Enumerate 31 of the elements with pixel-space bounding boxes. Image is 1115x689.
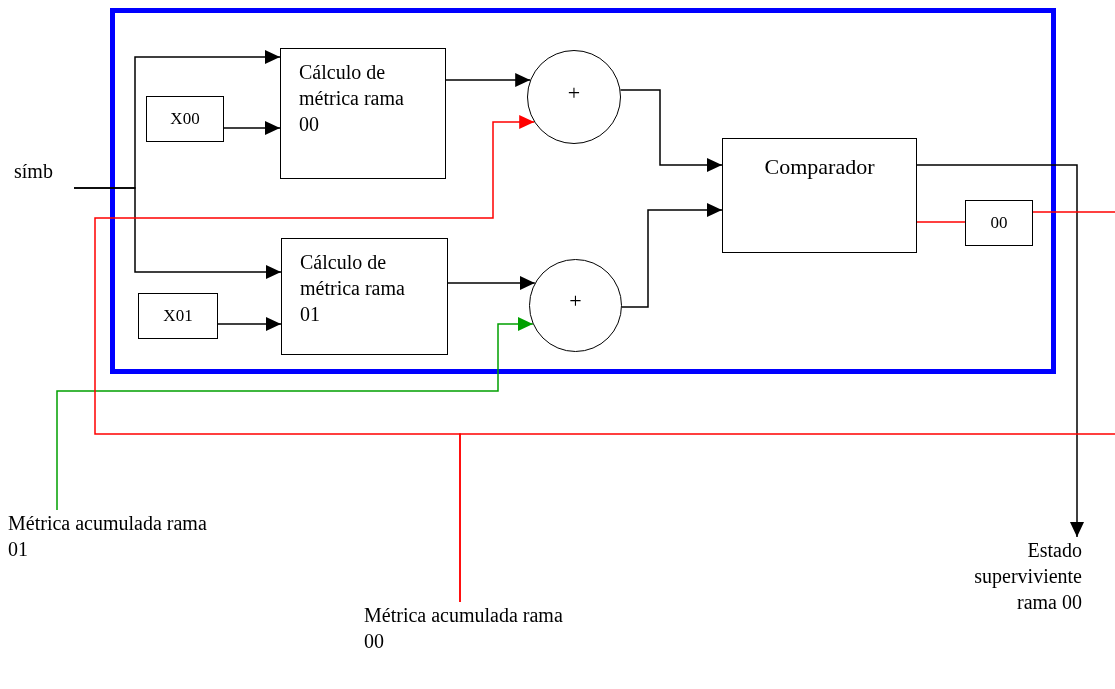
arrow: [73, 187, 282, 279]
arrow: [916, 164, 1084, 538]
comparator-box: [722, 138, 917, 253]
value-box: [146, 96, 224, 142]
arrow: [223, 121, 281, 135]
block-label: símb: [14, 159, 53, 184]
value-box: [138, 293, 218, 339]
arrow: [445, 73, 531, 87]
arrow: [447, 276, 536, 290]
block-label: Cálculo de métrica rama 00: [299, 60, 405, 137]
block-label: X01: [163, 304, 193, 327]
block-label: 00: [990, 211, 1008, 234]
block-label: Métrica acumulada rama 00: [364, 603, 564, 654]
arrow: [621, 203, 723, 308]
block-label: +: [567, 78, 581, 107]
block-label: Comparador: [764, 153, 875, 181]
connector-line: [459, 433, 1115, 603]
block-label: X00: [170, 107, 200, 130]
arrow: [619, 89, 723, 172]
connector-line: [1032, 211, 1115, 213]
arrow: [217, 317, 282, 331]
arrow: [56, 317, 534, 511]
connector-line: [916, 221, 966, 223]
process-box: [281, 238, 448, 355]
module-frame: [110, 8, 1056, 374]
block-label: Métrica acumulada rama 01: [8, 511, 208, 562]
value-box: [965, 200, 1033, 246]
block-label: Estado superviviente rama 00: [973, 538, 1082, 615]
block-label: Cálculo de métrica rama 01: [300, 250, 406, 327]
process-box: [280, 48, 446, 179]
block-label: +: [569, 287, 582, 316]
